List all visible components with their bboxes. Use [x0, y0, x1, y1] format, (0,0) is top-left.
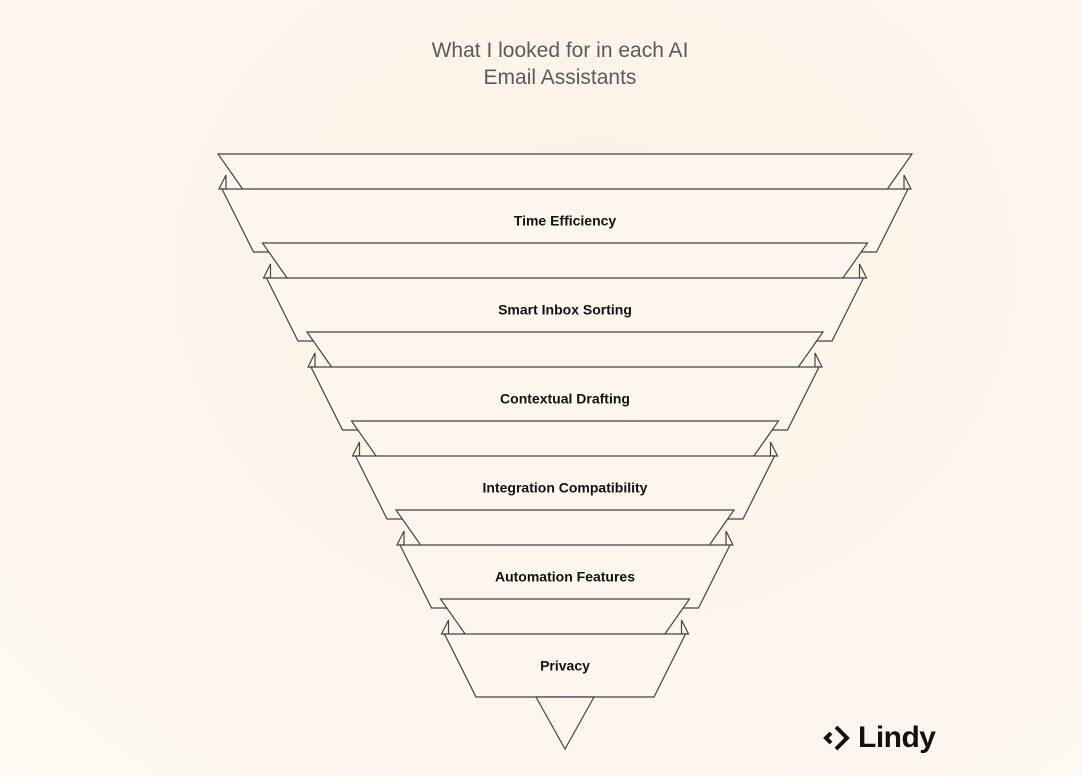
funnel-stage-label: Automation Features — [495, 569, 635, 585]
funnel-tip — [534, 696, 596, 751]
funnel-stage-wing-left — [307, 352, 316, 368]
logo-text: Lindy — [858, 721, 936, 754]
funnel-stage-wing-left — [396, 530, 405, 546]
diamond-chevron-icon — [823, 725, 850, 751]
title-line-2: Email Assistants — [483, 66, 637, 89]
funnel-stage-wing-right — [769, 441, 779, 457]
funnel-stage-wing-right — [903, 174, 912, 190]
funnel-stage-wing-right — [680, 619, 690, 635]
funnel-stage-face — [443, 633, 687, 698]
funnel-stage-face — [399, 544, 731, 609]
funnel-stage-wing-left — [440, 619, 450, 635]
funnel-stage-rim — [261, 242, 869, 281]
funnel-stage-rim — [216, 153, 914, 192]
funnel-stage-wing-left — [262, 263, 272, 279]
funnel-stage-rim — [350, 420, 780, 459]
funnel-stage-face — [265, 277, 865, 342]
funnel-stage-rim — [394, 509, 736, 548]
funnel-stage-label: Contextual Drafting — [500, 391, 630, 407]
funnel-stage-face — [310, 366, 820, 431]
funnel-stage-label: Integration Compatibility — [483, 480, 648, 496]
funnel-stage-wing-right — [814, 352, 823, 368]
funnel-stage-wing-left — [351, 441, 361, 457]
funnel-stage-rim — [439, 598, 691, 637]
lindy-logo: Lindy — [822, 718, 936, 758]
funnel-stage-label: Smart Inbox Sorting — [498, 302, 632, 318]
funnel-stage-wing-right — [858, 263, 868, 279]
funnel-stage-rim — [305, 331, 825, 370]
title-line-1: What I looked for in each AI — [431, 39, 689, 62]
funnel-stage-wing-left — [218, 174, 227, 190]
page-title: What I looked for in each AI Email Assis… — [0, 37, 1082, 91]
funnel-stage-label: Time Efficiency — [514, 213, 617, 229]
funnel-stage-face — [221, 188, 909, 253]
funnel-stage-face — [354, 455, 776, 520]
funnel-stage-wing-right — [725, 530, 734, 546]
funnel-stage-label: Privacy — [540, 658, 590, 674]
